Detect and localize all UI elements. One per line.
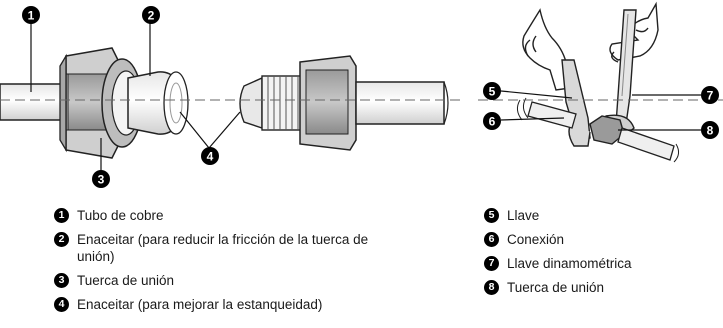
- callout-2: 2: [142, 6, 160, 24]
- svg-text:3: 3: [98, 173, 105, 187]
- legend-number: 4: [54, 297, 69, 312]
- legend-number: 1: [54, 208, 69, 223]
- legend-number: 3: [54, 273, 69, 288]
- legend-item: 4 Enaceitar (para mejorar la estanqueida…: [54, 296, 394, 313]
- callout-3: 3: [92, 170, 110, 188]
- legend-text: Llave: [507, 208, 540, 223]
- legend-item: 1 Tubo de cobre: [54, 207, 394, 224]
- svg-text:8: 8: [707, 124, 714, 138]
- legend-item: 5 Llave: [484, 207, 714, 224]
- legend-text: Llave dinamométrica: [507, 256, 632, 271]
- callout-6: 6: [483, 112, 501, 130]
- legend-text: Tuerca de unión: [77, 273, 175, 288]
- union-fitting: [239, 55, 449, 151]
- legend-item: 6 Conexión: [484, 231, 714, 248]
- svg-text:4: 4: [207, 150, 214, 164]
- legend-text: Enaceitar (para mejorar la estanqueidad): [77, 297, 323, 312]
- callout-1: 1: [22, 6, 40, 24]
- union-nut-right: [589, 115, 680, 163]
- flared-pipe-end: [127, 71, 189, 135]
- legend-number: 2: [54, 232, 69, 247]
- legend-item: 7 Llave dinamométrica: [484, 255, 714, 272]
- legend-number: 8: [484, 280, 499, 295]
- legend-item: 3 Tuerca de unión: [54, 272, 394, 289]
- legend-text: Conexión: [507, 232, 565, 247]
- callout-4: 4: [201, 147, 219, 165]
- callout-7: 7: [701, 86, 719, 104]
- svg-text:1: 1: [28, 9, 35, 23]
- leader-lines: [30, 22, 241, 172]
- legend-text: Tuerca de unión: [507, 280, 605, 295]
- svg-text:6: 6: [489, 115, 496, 129]
- legend-item: 8 Tuerca de unión: [484, 279, 714, 296]
- leader-lines-right: [500, 90, 701, 131]
- legend-text: Tubo de cobre: [77, 208, 164, 223]
- legend-left: 1 Tubo de cobre 2 Enaceitar (para reduci…: [54, 207, 394, 320]
- svg-text:2: 2: [148, 9, 155, 23]
- legend-number: 5: [484, 208, 499, 223]
- legend-number: 6: [484, 232, 499, 247]
- legend-number: 7: [484, 256, 499, 271]
- wrench-tightening-diagram: 5 6 7 8: [478, 1, 723, 163]
- callout-8: 8: [701, 121, 719, 139]
- legend-text: Enaceitar (para reducir la fricción de l…: [77, 232, 369, 264]
- svg-text:7: 7: [707, 89, 714, 103]
- wrench: [561, 59, 591, 147]
- legend-item: 2 Enaceitar (para reducir la fricción de…: [54, 231, 394, 265]
- callout-5: 5: [483, 82, 501, 100]
- legend-right: 5 Llave 6 Conexión 7 Llave dinamométrica…: [484, 207, 714, 303]
- hand-left: [522, 8, 571, 91]
- svg-text:5: 5: [489, 85, 496, 99]
- flare-connection-diagram: 1 2 3 4: [0, 6, 465, 188]
